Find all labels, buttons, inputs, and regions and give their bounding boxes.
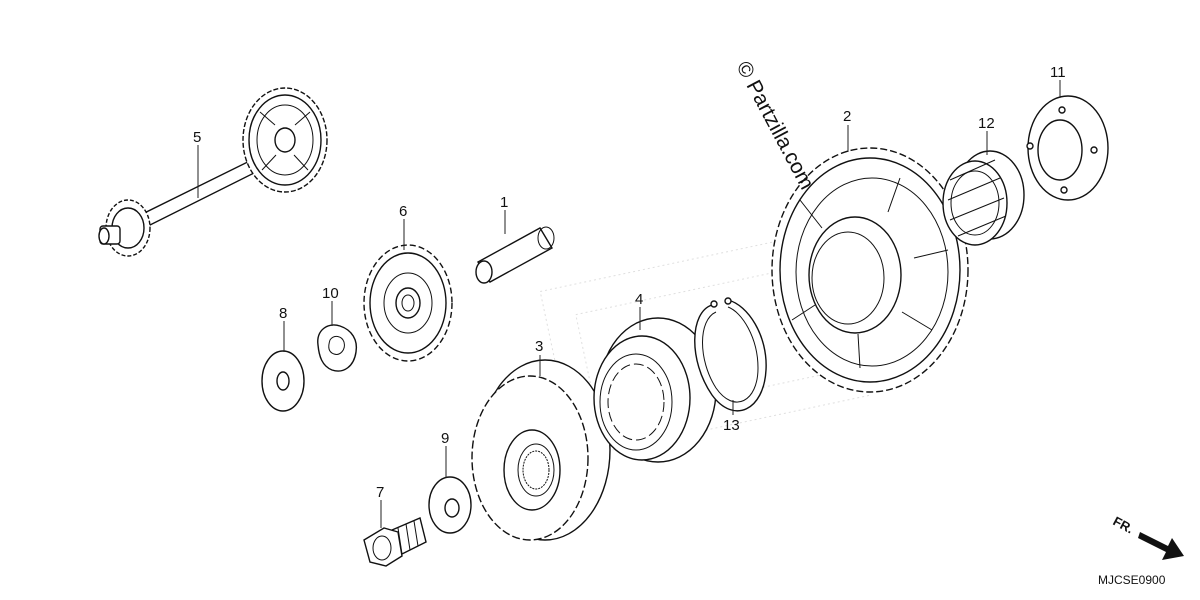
callout-6: 6 bbox=[399, 203, 407, 220]
callout-labels: 1 2 3 4 5 6 7 8 9 10 11 12 13 bbox=[193, 64, 1066, 501]
part-1-pin[interactable] bbox=[475, 226, 555, 284]
callout-10: 10 bbox=[322, 285, 339, 302]
callout-12: 12 bbox=[978, 115, 995, 132]
large-driven-gear bbox=[242, 87, 328, 193]
callout-7: 7 bbox=[376, 484, 384, 501]
partzilla-watermark: © Partzilla.com bbox=[732, 58, 819, 194]
part-4-sprag-clutch[interactable] bbox=[593, 317, 717, 463]
front-arrow-icon bbox=[1138, 532, 1184, 560]
part-7-bolt[interactable] bbox=[363, 517, 427, 567]
front-direction-indicator: FR. bbox=[1111, 513, 1184, 560]
callout-4: 4 bbox=[635, 291, 643, 308]
callout-9: 9 bbox=[441, 430, 449, 447]
front-label: FR. bbox=[1111, 513, 1137, 536]
small-drive-sprocket bbox=[98, 199, 151, 257]
part-11-plate[interactable] bbox=[1026, 95, 1109, 201]
callout-1: 1 bbox=[500, 194, 508, 211]
part-12-needle-bearing[interactable] bbox=[942, 150, 1025, 246]
part-10-plate[interactable] bbox=[317, 324, 358, 372]
callout-2: 2 bbox=[843, 108, 851, 125]
part-2-driven-gear[interactable] bbox=[771, 147, 969, 393]
leader-lines bbox=[197, 80, 1061, 528]
part-9-washer[interactable] bbox=[428, 476, 472, 534]
callout-8: 8 bbox=[279, 305, 287, 322]
callout-3: 3 bbox=[535, 338, 543, 355]
part-6-gear[interactable] bbox=[363, 244, 453, 362]
part-8-washer[interactable] bbox=[261, 350, 305, 412]
callout-5: 5 bbox=[193, 129, 201, 146]
part-5-shaft-assembly[interactable] bbox=[98, 87, 328, 257]
diagram-code: MJCSE0900 bbox=[1098, 573, 1166, 587]
callout-11: 11 bbox=[1050, 64, 1066, 81]
part-3-clutch-outer[interactable] bbox=[471, 359, 611, 541]
part-13-circlip[interactable] bbox=[694, 297, 767, 412]
callout-13: 13 bbox=[723, 417, 740, 434]
